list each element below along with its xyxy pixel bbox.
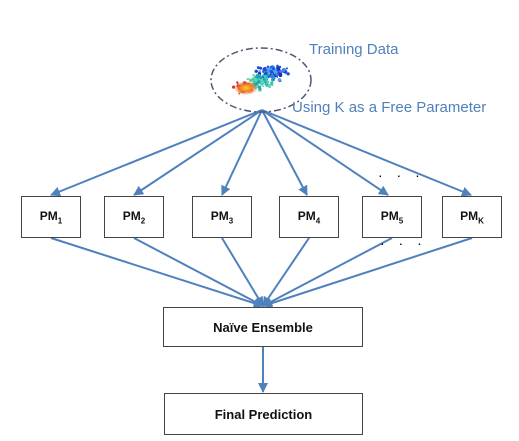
scatter-point	[271, 67, 275, 71]
scatter-point	[262, 74, 265, 76]
scatter-core	[234, 81, 258, 95]
scatter-point	[268, 85, 271, 88]
scatter-point	[260, 80, 264, 85]
scatter-point	[269, 70, 273, 74]
free-parameter-label: Using K as a Free Parameter	[292, 99, 487, 116]
scatter-point	[274, 70, 278, 74]
model-box-pm4: PM4	[279, 196, 339, 238]
scatter-point	[258, 87, 262, 91]
scatter-point	[270, 81, 274, 85]
final-prediction-label: Final Prediction	[214, 406, 313, 422]
arrow-pm-6-to-ensemble	[262, 237, 473, 308]
scatter-point	[283, 70, 285, 72]
scatter-point	[278, 73, 283, 77]
scatter-point	[265, 78, 267, 81]
scatter-point	[251, 77, 255, 80]
scatter-point	[281, 70, 284, 73]
scatter-point	[274, 68, 277, 71]
arrow-pm-2-to-ensemble	[133, 237, 264, 307]
scatter-point	[258, 70, 261, 73]
model-box-pm5: PM5	[362, 196, 422, 238]
model-box-pm1: PM1	[21, 196, 81, 238]
model-label: PM2	[122, 208, 146, 226]
scatter-point	[271, 84, 274, 87]
ellipsis-top: · · ·	[378, 167, 425, 183]
scatter-point	[263, 74, 267, 79]
naive-ensemble-label: Naïve Ensemble	[213, 319, 313, 335]
scatter-point	[274, 76, 276, 79]
scatter-point	[275, 73, 279, 77]
arrow-data-to-pm-1	[50, 109, 263, 197]
scatter-point	[256, 70, 258, 73]
arrow-data-to-pm-5	[261, 109, 389, 196]
arrow-pm-3-to-ensemble	[221, 237, 264, 307]
training-data-cluster	[210, 47, 312, 113]
scatter-point	[250, 79, 253, 81]
scatter-point	[262, 85, 264, 88]
model-box-pm2: PM2	[104, 196, 164, 238]
arrow-data-to-pm-6	[261, 109, 472, 197]
arrow-data-to-pm-2	[133, 109, 263, 196]
training-data-label: Training Data	[309, 41, 399, 58]
scatter-point	[246, 78, 249, 80]
cluster-outline	[210, 47, 312, 113]
scatter-points	[232, 64, 290, 95]
model-box-pmk: PMK	[442, 196, 502, 238]
arrow-pm-5-to-ensemble	[262, 237, 393, 307]
model-label: PM3	[210, 208, 234, 226]
scatter-point	[269, 73, 272, 76]
scatter-point	[276, 67, 281, 71]
scatter-point	[252, 74, 255, 77]
model-box-pm3: PM3	[192, 196, 252, 238]
scatter-point	[255, 75, 258, 79]
arrow-pm-1-to-ensemble	[50, 237, 264, 309]
arrow-data-to-pm-4	[261, 109, 308, 196]
model-label: PM4	[297, 208, 321, 226]
scatter-point	[259, 76, 263, 80]
scatter-point	[266, 83, 269, 86]
scatter-point	[266, 73, 270, 77]
scatter-point	[266, 67, 270, 71]
scatter-point	[286, 72, 290, 76]
scatter-point	[264, 82, 268, 86]
arrow-pm-4-to-ensemble	[262, 237, 310, 307]
scatter-point	[264, 81, 267, 84]
scatter-point	[254, 78, 258, 82]
model-label: PM5	[380, 208, 404, 226]
scatter-point	[277, 78, 282, 82]
scatter-point	[257, 66, 260, 70]
ellipsis-bottom: · · ·	[380, 235, 427, 251]
naive-ensemble-box: Naïve Ensemble	[163, 307, 363, 347]
scatter-point	[258, 85, 262, 88]
scatter-point	[280, 72, 283, 75]
model-label: PM1	[39, 208, 63, 226]
scatter-point	[262, 67, 267, 72]
scatter-point	[286, 67, 288, 70]
scatter-point	[267, 71, 269, 73]
scatter-point	[276, 64, 279, 68]
scatter-point	[269, 66, 272, 69]
arrow-data-to-pm-3	[221, 109, 263, 196]
scatter-point	[271, 77, 275, 82]
final-prediction-box: Final Prediction	[164, 393, 363, 435]
model-label: PMK	[460, 208, 484, 226]
